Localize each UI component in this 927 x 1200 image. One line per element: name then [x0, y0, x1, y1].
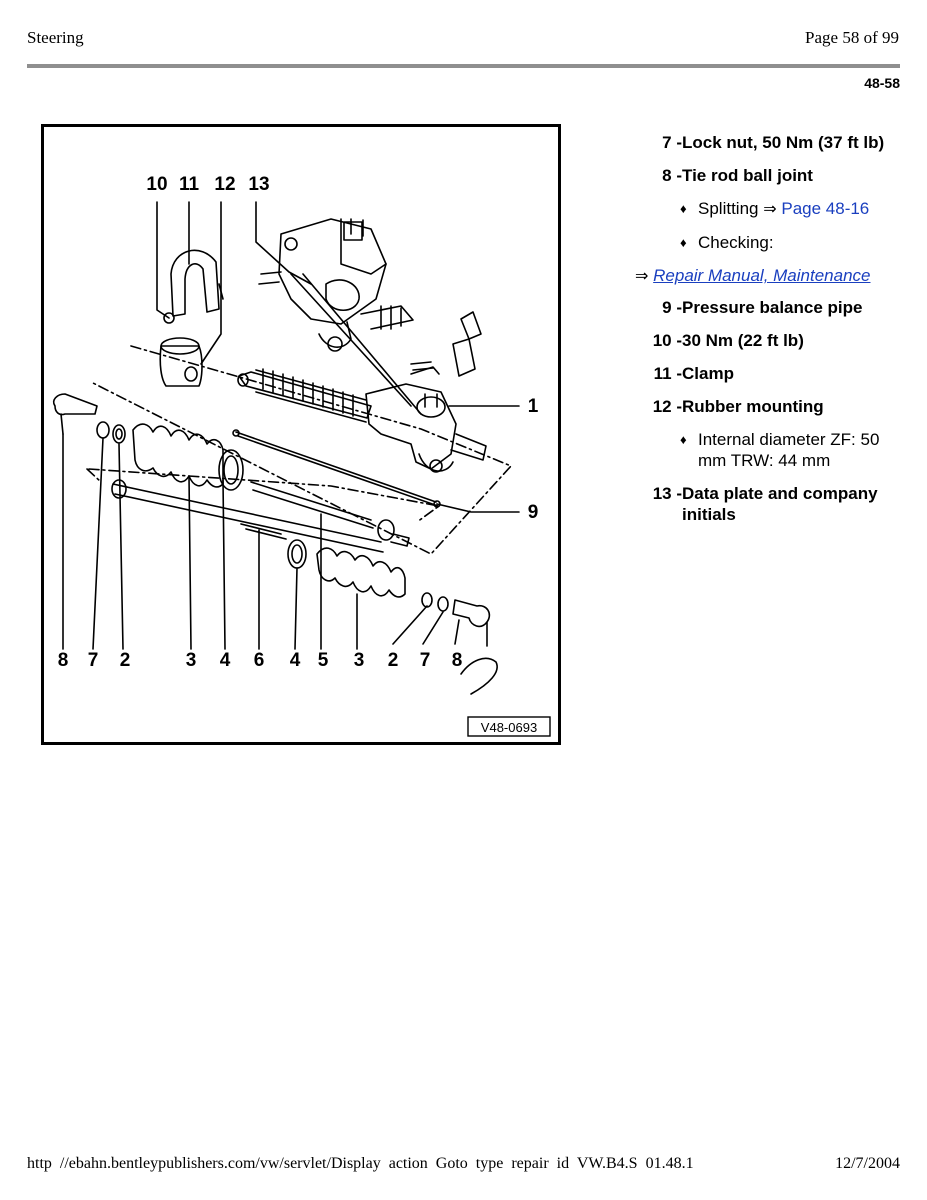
callout-7-left: 7 [88, 650, 99, 671]
legend-item-7: 7 - Lock nut, 50 Nm (37 ft lb) [620, 132, 910, 153]
legend-bullet-splitting: ♦ Splitting ⇒ Page 48-16 [680, 198, 910, 220]
legend-label: Pressure balance pipe [682, 298, 863, 317]
arrow-icon: ⇒ [763, 201, 777, 218]
callout-4-right: 4 [290, 650, 301, 671]
footer-date: 12/7/2004 [835, 1155, 900, 1172]
callout-3-right: 3 [354, 650, 365, 671]
legend-item-11: 11 - Clamp [620, 363, 910, 384]
callout-2-right: 2 [388, 650, 399, 671]
callout-9: 9 [528, 502, 539, 523]
arrow-icon: ⇒ [635, 268, 649, 285]
figure-code: V48-0693 [481, 720, 537, 735]
legend-bullet-checking: ♦ Checking: [680, 232, 910, 253]
bullet-text: Splitting [698, 199, 759, 218]
repair-manual-link[interactable]: Repair Manual, Maintenance [653, 266, 871, 285]
legend-number: 7 - [662, 133, 682, 152]
section-title: Steering [27, 28, 84, 47]
steering-rack-diagram: 10 11 12 13 1 9 8 7 2 3 4 6 4 5 3 2 7 8 … [41, 124, 561, 745]
diamond-bullet-icon: ♦ [680, 235, 687, 250]
callout-5: 5 [318, 650, 329, 671]
legend-number: 9 - [662, 298, 682, 317]
legend-number: 12 - [652, 397, 682, 416]
callout-2-left: 2 [120, 650, 131, 671]
callout-12: 12 [214, 174, 235, 195]
page-48-16-link[interactable]: Page 48-16 [781, 199, 870, 218]
page-counter: Page 58 of 99 [805, 28, 899, 47]
legend-label: Rubber mounting [682, 397, 824, 416]
legend-label: Clamp [682, 364, 734, 383]
page-code: 48-58 [864, 75, 900, 91]
parts-legend: 7 - Lock nut, 50 Nm (37 ft lb) 8 - Tie r… [620, 132, 910, 537]
callout-3-left: 3 [186, 650, 197, 671]
legend-label: Data plate and company initials [682, 484, 878, 524]
legend-item-12: 12 - Rubber mounting [620, 396, 910, 417]
diamond-bullet-icon: ♦ [680, 432, 687, 447]
callout-6: 6 [254, 650, 265, 671]
callout-8-left: 8 [58, 650, 69, 671]
legend-number: 13 - [652, 484, 682, 503]
footer-url: http //ebahn.bentleypublishers.com/vw/se… [27, 1155, 694, 1172]
callout-10: 10 [146, 174, 167, 195]
callout-13: 13 [248, 174, 269, 195]
legend-item-10: 10 - 30 Nm (22 ft lb) [620, 330, 910, 351]
repair-manual-reference: ⇒ Repair Manual, Maintenance [635, 265, 910, 287]
callout-4-left: 4 [220, 650, 231, 671]
legend-item-8: 8 - Tie rod ball joint [620, 165, 910, 186]
callout-8-right: 8 [452, 650, 463, 671]
legend-number: 8 - [662, 166, 682, 185]
callout-1: 1 [528, 396, 539, 417]
legend-item-13: 13 - Data plate and company initials [620, 483, 910, 525]
bullet-text: Internal diameter ZF: 50 mm TRW: 44 mm [698, 430, 880, 470]
legend-label: Lock nut, 50 Nm (37 ft lb) [682, 133, 885, 152]
legend-item-9: 9 - Pressure balance pipe [620, 297, 910, 318]
legend-label: 30 Nm (22 ft lb) [682, 331, 804, 350]
legend-bullet-internal-diameter: ♦ Internal diameter ZF: 50 mm TRW: 44 mm [680, 429, 910, 471]
callout-11: 11 [179, 174, 200, 195]
header-divider [27, 64, 900, 68]
legend-number: 11 - [653, 364, 682, 383]
legend-label: Tie rod ball joint [682, 166, 813, 185]
bullet-text: Checking: [698, 233, 774, 252]
diamond-bullet-icon: ♦ [680, 201, 687, 216]
legend-number: 10 - [652, 331, 682, 350]
callout-7-right: 7 [420, 650, 431, 671]
